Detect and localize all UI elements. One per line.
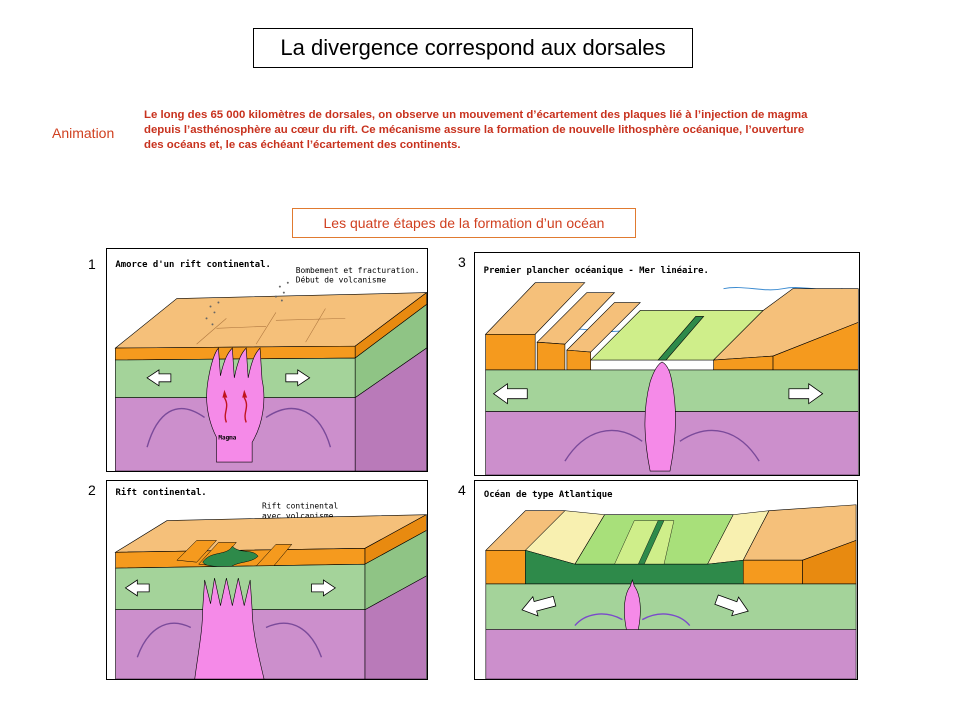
asthenosphere-right bbox=[354, 347, 427, 471]
panel-4-atlantic-type-ocean: Océan de type Atlantique bbox=[474, 480, 858, 680]
ridge-axis bbox=[657, 316, 705, 361]
panel-2-continental-rift: Rift continental. Rift continental avec … bbox=[106, 480, 428, 680]
panel-3-number: 3 bbox=[458, 254, 466, 270]
magma-label: Magma bbox=[218, 434, 236, 441]
arrow-left-icon bbox=[521, 595, 557, 617]
panel-1-diagram: Amorce d'un rift continental. Bombement … bbox=[114, 259, 427, 471]
panel-3-title: Premier plancher océanique - Mer linéair… bbox=[484, 265, 709, 276]
panel-1-note-1: Bombement et fracturation. bbox=[296, 266, 420, 275]
animation-link[interactable]: Animation bbox=[52, 125, 115, 141]
panel-1-note-2: Début de volcanisme bbox=[296, 275, 387, 285]
panel-1-number: 1 bbox=[88, 256, 96, 272]
panel-4-title: Océan de type Atlantique bbox=[484, 489, 613, 500]
magma-plume bbox=[194, 577, 265, 679]
panel-3-diagram: Premier plancher océanique - Mer linéair… bbox=[484, 265, 859, 475]
intro-paragraph: Le long des 65 000 kilomètres de dorsale… bbox=[144, 109, 808, 151]
arrow-left-icon bbox=[146, 369, 172, 387]
panel-1-continental-rift-onset: Amorce d'un rift continental. Bombement … bbox=[106, 248, 428, 472]
volcanic-ash bbox=[205, 281, 289, 326]
magma-chamber bbox=[624, 579, 641, 630]
stages-title: Les quatre étapes de la formation d’un o… bbox=[292, 208, 636, 238]
arrow-right-icon bbox=[285, 369, 311, 387]
panel-2-diagram: Rift continental. Rift continental avec … bbox=[114, 487, 427, 679]
panel-2-number: 2 bbox=[88, 482, 96, 498]
page-title: La divergence correspond aux dorsales bbox=[253, 28, 693, 68]
panel-2-note-1: Rift continental bbox=[262, 502, 338, 511]
magma-chamber bbox=[644, 361, 676, 472]
arrow-right-icon bbox=[311, 579, 337, 597]
arrow-left-icon bbox=[124, 579, 150, 597]
crust-side bbox=[115, 345, 356, 361]
arrow-right-icon bbox=[788, 383, 824, 405]
panel-4-diagram: Océan de type Atlantique bbox=[484, 489, 857, 679]
panel-2-title: Rift continental. bbox=[116, 487, 207, 498]
panel-4-number: 4 bbox=[458, 482, 466, 498]
panel-2-note-2: avec volcanisme bbox=[262, 512, 334, 521]
panel-1-title: Amorce d'un rift continental. bbox=[115, 259, 270, 270]
arrow-left-icon bbox=[492, 383, 528, 405]
magma-plume bbox=[206, 347, 265, 463]
arrow-right-icon bbox=[714, 594, 749, 617]
panel-3-first-ocean-floor: Premier plancher océanique - Mer linéair… bbox=[474, 252, 860, 476]
